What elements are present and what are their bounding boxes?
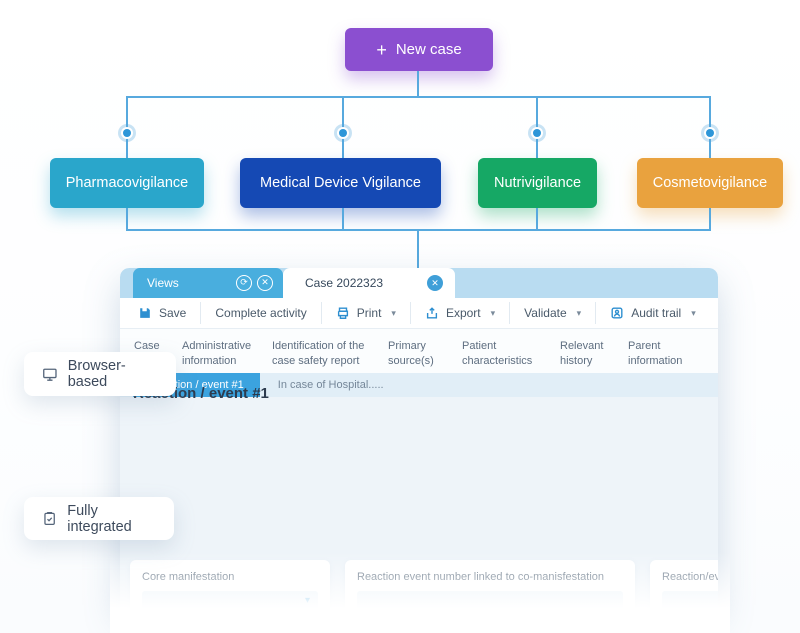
connector-line xyxy=(417,71,419,97)
tab-identification-case-safety-report[interactable]: Identification of the case safety report xyxy=(272,340,365,367)
browser-window: Views ⟳ ✕ Case 2022323 ✕ Save Complete a… xyxy=(120,268,718,608)
field-label: Core manifestation xyxy=(142,571,235,583)
core-manifestation-select[interactable] xyxy=(142,591,318,608)
tab-views[interactable]: Views ⟳ ✕ xyxy=(133,268,283,298)
new-case-button[interactable]: + New case xyxy=(345,28,493,71)
category-nutrivigilance[interactable]: Nutrivigilance xyxy=(478,158,597,208)
connector-line xyxy=(709,208,711,230)
field-label: Reaction event number linked to co-manis… xyxy=(357,571,605,583)
tab-relevant-history[interactable]: Relevant history xyxy=(560,340,604,367)
audit-trail-label: Audit trail xyxy=(631,306,682,320)
export-button[interactable]: Export ▾ xyxy=(411,298,509,328)
callout-label: Browser-based xyxy=(67,358,126,390)
toolbar-divider xyxy=(509,302,511,324)
tab-patient-characteristics[interactable]: Patient characteristics xyxy=(462,340,533,367)
field-core-manifestation: Core manifestation xyxy=(130,560,330,608)
category-cosmetovigilance[interactable]: Cosmetovigilance xyxy=(637,158,783,208)
audit-trail-button[interactable]: Audit trail ▾ xyxy=(596,298,710,328)
toolbar-divider xyxy=(320,302,322,324)
field-label: Reaction/event xyxy=(662,571,718,583)
reaction-event-number-input[interactable] xyxy=(357,591,623,608)
connector-line xyxy=(126,96,711,98)
callout-browser-based: Browser-based xyxy=(24,352,176,396)
reaction-event-input[interactable] xyxy=(662,591,718,608)
tab-primary-sources[interactable]: Primary source(s) xyxy=(388,340,434,367)
validate-label: Validate xyxy=(524,306,567,320)
connector-line xyxy=(126,208,128,230)
print-icon xyxy=(337,307,348,319)
export-icon xyxy=(426,307,438,319)
save-icon xyxy=(140,308,150,318)
connector-node-icon xyxy=(334,124,352,142)
refresh-icon[interactable]: ⟳ xyxy=(236,275,252,291)
validate-button[interactable]: Validate ▾ xyxy=(510,298,595,328)
tab-parent-information[interactable]: Parent information xyxy=(628,340,683,367)
browser-tab-bar: Views ⟳ ✕ Case 2022323 ✕ xyxy=(120,268,718,298)
close-case-icon[interactable]: ✕ xyxy=(427,275,443,291)
toolbar-divider xyxy=(200,302,202,324)
complete-activity-label: Complete activity xyxy=(215,306,307,320)
chevron-down-icon[interactable]: ▾ xyxy=(391,307,396,318)
reaction-event-panel: Reaction / event #1 In case of Hospital.… xyxy=(120,373,718,608)
connector-line xyxy=(417,230,419,268)
plus-icon: + xyxy=(376,39,387,60)
tab-administrative-information[interactable]: Administrative information xyxy=(182,340,252,367)
tab-case[interactable]: Case 2022323 ✕ xyxy=(283,268,455,298)
connector-line xyxy=(536,208,538,230)
audit-trail-icon xyxy=(611,307,623,319)
callout-fully-integrated: Fully integrated xyxy=(24,497,174,540)
export-label: Export xyxy=(445,306,481,320)
tab-views-label: Views xyxy=(147,276,179,290)
subtab-in-case-of-hospital[interactable]: In case of Hospital..... xyxy=(277,379,384,391)
print-button[interactable]: Print ▾ xyxy=(322,298,410,328)
chevron-down-icon[interactable]: ▾ xyxy=(691,307,696,318)
close-views-icon[interactable]: ✕ xyxy=(257,275,273,291)
clipboard-check-icon xyxy=(44,511,55,526)
chevron-down-icon[interactable]: ▾ xyxy=(576,307,582,318)
toolbar-divider xyxy=(595,302,597,324)
connector-node-icon xyxy=(528,124,546,142)
category-medical-device-vigilance[interactable]: Medical Device Vigilance xyxy=(240,158,441,208)
connector-node-icon xyxy=(701,124,719,142)
chevron-down-icon[interactable]: ▾ xyxy=(490,307,496,318)
callout-label: Fully integrated xyxy=(67,502,132,535)
field-reaction-event: Reaction/event xyxy=(650,560,718,608)
monitor-icon xyxy=(43,368,57,381)
toolbar-divider xyxy=(409,302,411,324)
complete-activity-button[interactable]: Complete activity xyxy=(201,298,320,328)
new-case-label: New case xyxy=(395,41,462,58)
toolbar: Save Complete activity Print ▾ Export ▾ … xyxy=(120,298,718,329)
save-button[interactable]: Save xyxy=(124,298,200,328)
connector-line xyxy=(342,208,344,230)
print-label: Print xyxy=(356,306,382,320)
tab-case-section[interactable]: Case xyxy=(134,340,160,352)
category-pharmacovigilance[interactable]: Pharmacovigilance xyxy=(50,158,204,208)
case-section-tabs: Case Administrative information Identifi… xyxy=(120,329,718,373)
save-label: Save xyxy=(159,306,187,320)
field-reaction-event-number: Reaction event number linked to co-manis… xyxy=(345,560,635,608)
connector-node-icon xyxy=(118,124,136,142)
tab-case-label: Case 2022323 xyxy=(305,276,384,290)
